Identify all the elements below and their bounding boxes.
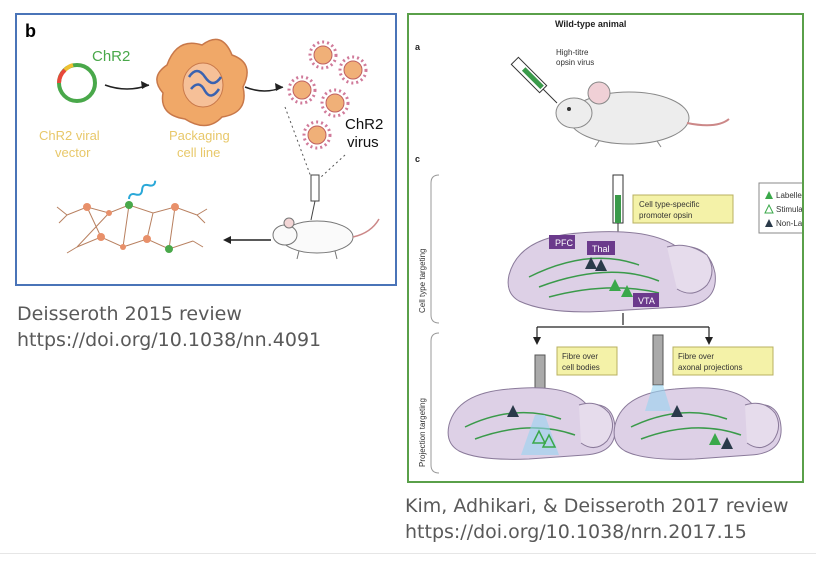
legend-non-labelled-icon (765, 219, 773, 227)
right-figure-diagram: Wild-type animal a High-titre opsin viru… (415, 19, 810, 474)
side-label-cell-type: Cell type targeting (418, 249, 427, 313)
mouse-icon (272, 217, 380, 260)
brain-bottom-left-icon (447, 387, 616, 460)
split-arrows (533, 313, 713, 345)
promoter-note-line1: Cell type-specific (639, 200, 699, 209)
right-caption: Kim, Adhikari, & Deisseroth 2017 review … (405, 493, 789, 545)
plasmid-label: ChR2 (92, 48, 130, 65)
left-caption: Deisseroth 2015 review https://doi.org/1… (17, 301, 321, 353)
neuron-network-icon (56, 204, 208, 254)
svg-text:axonal projections: axonal projections (678, 363, 742, 372)
optical-fibre-right (652, 334, 664, 386)
plasmid-icon (57, 63, 97, 103)
panel-letter-b: b (25, 21, 36, 41)
fibre-cell-bodies-callout: Fibre over cell bodies (556, 346, 618, 376)
legend-labelled-icon (765, 191, 773, 199)
light-wave-icon (128, 180, 157, 200)
packaging-cell-icon (156, 38, 248, 127)
region-vta-label: VTA (633, 293, 659, 307)
neuron-cell-bodies (83, 201, 179, 253)
right-figure-panel: Wild-type animal a High-titre opsin viru… (407, 13, 810, 483)
brain-bottom-right-icon (613, 385, 782, 460)
dashed-guide-right (320, 154, 346, 178)
right-caption-doi: https://doi.org/10.1038/nrn.2017.15 (405, 521, 747, 543)
promoter-syringe-icon (612, 174, 624, 237)
legend-non-labelled: Non-Lab (776, 219, 802, 228)
vector-label-line2: vector (55, 145, 91, 160)
dashed-guide-left (284, 106, 312, 178)
figure-title: Wild-type animal (555, 19, 626, 29)
packaging-label-line2: cell line (177, 145, 220, 160)
packaging-label-line1: Packaging (169, 128, 230, 143)
side-label-projection: Projection targeting (418, 398, 427, 467)
brain-top-icon (507, 231, 716, 313)
syringe-icon (310, 174, 320, 221)
legend: Labelled Stimulat Non-Lab (758, 182, 810, 234)
legend-stimulated-icon (764, 203, 774, 214)
svg-text:Thal: Thal (592, 244, 610, 254)
bracket-bottom (430, 332, 440, 474)
promoter-callout: Cell type-specific promoter opsin (632, 194, 734, 224)
svg-text:Fibre over: Fibre over (562, 352, 598, 361)
mouse-icon (555, 81, 730, 148)
bracket-top (430, 174, 440, 324)
promoter-note-line2: promoter opsin (639, 211, 692, 220)
fibre-axons-callout: Fibre over axonal projections (672, 346, 774, 376)
bottom-divider (0, 553, 816, 554)
svg-text:VTA: VTA (638, 296, 655, 306)
svg-text:Fibre over: Fibre over (678, 352, 714, 361)
syringe-icon (510, 56, 558, 104)
virus-note-line2: opsin virus (556, 58, 594, 67)
panel-letter-c: c (415, 154, 420, 164)
svg-text:cell bodies: cell bodies (562, 363, 600, 372)
left-figure-diagram: b ChR2 ChR2 viral vector Packaging cell … (25, 21, 383, 260)
left-caption-doi: https://doi.org/10.1038/nn.4091 (17, 329, 322, 351)
panel-letter-a: a (415, 42, 421, 52)
virus-particles-icon (287, 40, 368, 150)
legend-stimulated: Stimulat (776, 205, 802, 214)
left-caption-title: Deisseroth 2015 review (17, 303, 242, 325)
region-thal-label: Thal (587, 241, 615, 255)
legend-labelled: Labelled (776, 191, 802, 200)
virus-label-line2: virus (347, 134, 379, 151)
right-caption-title: Kim, Adhikari, & Deisseroth 2017 review (405, 495, 789, 517)
region-pfc-label: PFC (549, 235, 575, 249)
virus-note-line1: High-titre (556, 48, 589, 57)
svg-text:PFC: PFC (555, 238, 574, 248)
left-figure-panel: b ChR2 ChR2 viral vector Packaging cell … (15, 13, 397, 286)
vector-label-line1: ChR2 viral (39, 128, 100, 143)
virus-label-line1: ChR2 (345, 116, 383, 133)
